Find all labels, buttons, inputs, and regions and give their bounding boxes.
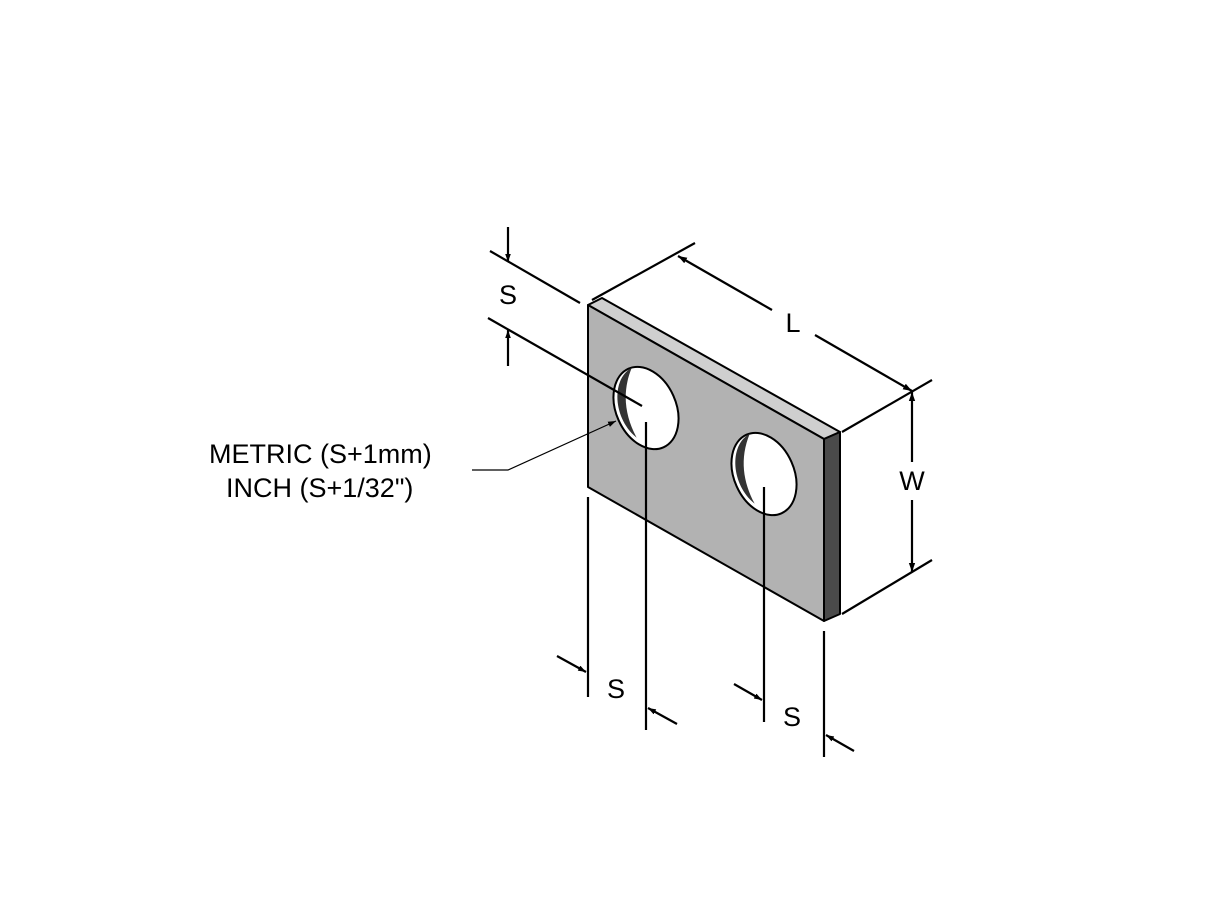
hole-left — [612, 365, 680, 451]
width-label: W — [899, 466, 925, 496]
hole-note: METRIC (S+1mm) INCH (S+1/32") — [209, 420, 617, 503]
note-inch: INCH (S+1/32") — [226, 473, 413, 503]
dimension-length: L — [591, 242, 933, 433]
note-metric: METRIC (S+1mm) — [209, 439, 432, 469]
dimension-bottom-left: S — [556, 422, 678, 730]
top-edge-label: S — [499, 280, 517, 310]
plate-side-face — [823, 431, 841, 622]
bottom-right-label: S — [783, 702, 801, 732]
hole-right — [730, 431, 798, 517]
dimension-bottom-right: S — [733, 487, 855, 757]
length-label: L — [785, 308, 800, 338]
bottom-left-label: S — [607, 674, 625, 704]
dimension-width: W — [841, 392, 933, 615]
dimension-top-edge: S — [487, 227, 643, 407]
